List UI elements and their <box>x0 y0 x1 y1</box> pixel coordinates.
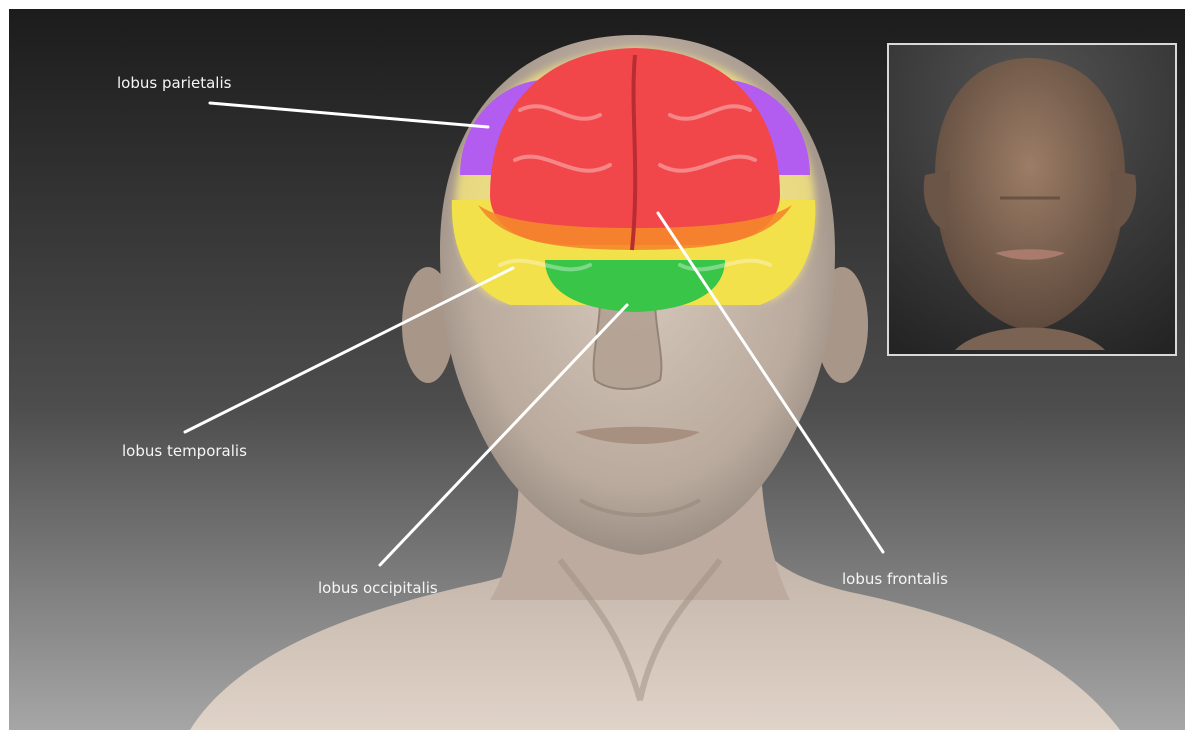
label-lobus-temporalis: lobus temporalis <box>122 442 247 460</box>
label-lobus-occipitalis: lobus occipitalis <box>318 579 438 597</box>
nose <box>594 300 662 389</box>
label-lobus-frontalis: lobus frontalis <box>842 570 948 588</box>
inset-preview-panel <box>888 44 1176 355</box>
label-lobus-parietalis: lobus parietalis <box>117 74 232 92</box>
